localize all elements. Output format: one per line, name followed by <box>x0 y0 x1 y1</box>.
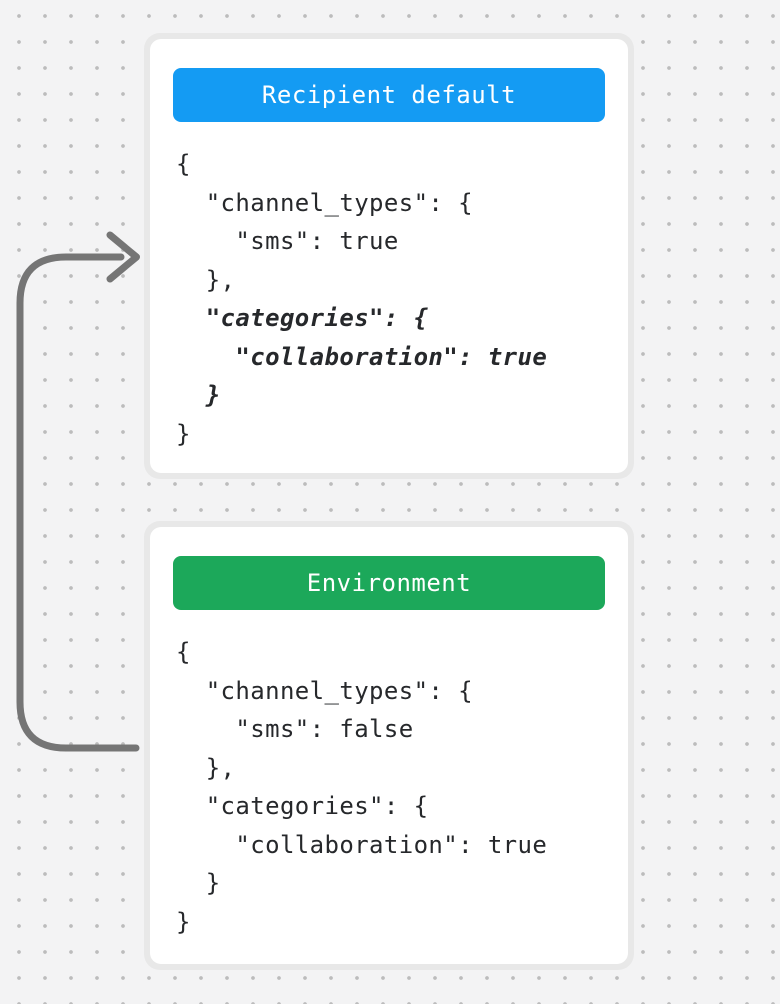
code-line: { <box>176 638 191 666</box>
code-line: } <box>176 869 221 897</box>
environment-header: Environment <box>173 556 605 610</box>
code-line: "collaboration": true <box>176 830 548 859</box>
code-line: "collaboration": true <box>176 342 548 371</box>
code-line: } <box>176 381 221 409</box>
environment-card: Environment { "channel_types": { "sms": … <box>144 521 634 970</box>
environment-json-code: { "channel_types": { "sms": false }, "ca… <box>176 633 628 941</box>
code-line: "channel_types": { <box>176 188 473 217</box>
recipient-default-header: Recipient default <box>173 68 605 122</box>
code-line: } <box>176 907 191 936</box>
recipient-default-json-code: { "channel_types": { "sms": true }, "cat… <box>176 145 628 453</box>
code-line: { <box>176 150 191 178</box>
loop-arrow <box>16 231 140 752</box>
recipient-default-card-body: Recipient default { "channel_types": { "… <box>150 39 628 473</box>
code-line: } <box>176 419 191 448</box>
code-line: }, <box>176 265 236 294</box>
code-line: }, <box>176 753 236 782</box>
code-line: "sms": true <box>176 227 399 255</box>
arrowhead-icon <box>106 231 140 283</box>
environment-card-body: Environment { "channel_types": { "sms": … <box>150 527 628 964</box>
code-line: "channel_types": { <box>176 676 473 705</box>
code-line: "sms": false <box>176 715 414 743</box>
code-line: "categories": { <box>176 792 429 820</box>
code-line: "categories": { <box>176 304 429 332</box>
recipient-default-card: Recipient default { "channel_types": { "… <box>144 33 634 479</box>
loop-arrow-shaft <box>16 253 140 752</box>
